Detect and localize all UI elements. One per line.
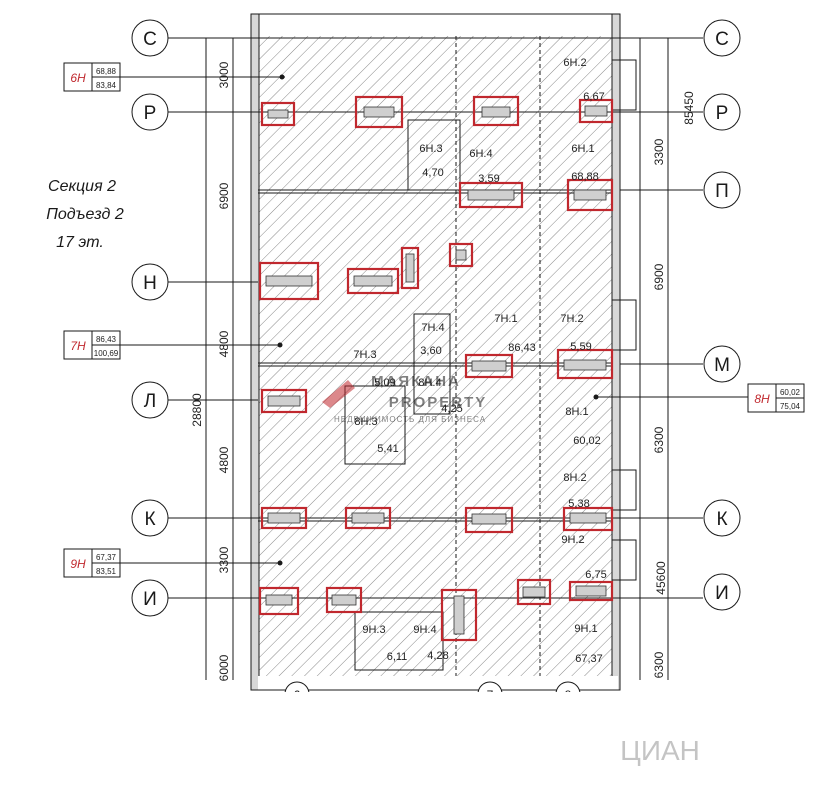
columns xyxy=(258,95,614,642)
partitions xyxy=(258,36,637,676)
room-label: 6,11 xyxy=(387,651,408,663)
dim-right-total: 85450 xyxy=(682,91,696,125)
unit-tag-6n: 6Н 68,88 83,84 xyxy=(63,62,121,92)
bottom-strip: 6 7 8 xyxy=(0,676,820,800)
room-label: 9Н.3 xyxy=(362,624,385,636)
dim-left: 3300 xyxy=(217,546,231,573)
dim-right: 6900 xyxy=(652,263,666,290)
unit-area-a: 60,02 xyxy=(780,388,801,397)
room-label: 3,60 xyxy=(420,345,441,357)
axis-bubbles-right: С Р П М К И xyxy=(703,19,741,611)
axis-label-right: М xyxy=(714,355,730,376)
room-label: 6Н.2 xyxy=(563,57,586,69)
dim-right: 3300 xyxy=(652,138,666,165)
room-label: 5,09 xyxy=(374,377,395,389)
watermark-brand-2: PROPERTY xyxy=(389,394,488,411)
dim-left: 3000 xyxy=(217,61,231,88)
axis-label-right: С xyxy=(715,29,729,50)
section-line: Секция 2 xyxy=(48,178,116,195)
axis-label-right: К xyxy=(716,509,727,530)
watermark: МАЯКАНА PROPERTY НЕДВИЖИМОСТЬ ДЛЯ БИЗНЕС… xyxy=(322,373,488,424)
section-label: Секция 2 Подъезд 2 17 эт. xyxy=(46,178,124,251)
room-label: 8Н.1 xyxy=(565,406,588,418)
unit-id: 7Н xyxy=(70,339,86,353)
room-label: 3,59 xyxy=(478,173,499,185)
cian-text: ЦИАН xyxy=(620,735,700,766)
right-dimensions: 3300 6900 6300 6300 85450 45600 xyxy=(652,91,696,678)
unit-id: 9Н xyxy=(70,557,86,571)
axis-label-left: С xyxy=(143,29,157,50)
dim-left-total: 28800 xyxy=(190,393,204,427)
axis-label-right: П xyxy=(715,181,729,202)
room-label: 86,43 xyxy=(508,342,536,354)
unit-area-b: 100,69 xyxy=(94,349,119,358)
unit-area-a: 68,88 xyxy=(96,67,117,76)
axis-label-left: Н xyxy=(143,273,157,294)
room-label: 9Н.2 xyxy=(561,534,584,546)
dim-right: 6300 xyxy=(652,426,666,453)
room-label: 9Н.1 xyxy=(574,623,597,635)
unit-id: 8Н xyxy=(754,392,770,406)
unit-leaders xyxy=(120,74,748,566)
unit-id: 6Н xyxy=(70,71,86,85)
left-dimensions: 3000 6900 4800 4800 3300 6000 28800 xyxy=(190,61,231,681)
axis-label-right: Р xyxy=(716,103,729,124)
room-label: 8Н.3 xyxy=(354,416,377,428)
axis-label-left: И xyxy=(143,589,157,610)
room-labels: 6Н.2 6,67 6Н.3 6Н.4 4,70 3,59 6Н.1 68,88… xyxy=(353,57,606,665)
axis-label-left: К xyxy=(144,509,155,530)
room-label: 67,37 xyxy=(575,653,603,665)
room-label: 7Н.1 xyxy=(494,313,517,325)
room-label: 8Н.4 xyxy=(418,377,441,389)
room-label: 68,88 xyxy=(571,171,599,183)
axis-bubbles-left: С Р Н Л К И xyxy=(131,19,169,617)
room-label: 7Н.2 xyxy=(560,313,583,325)
axis-label-left: Л xyxy=(144,391,156,412)
unit-tag-9n: 9Н 67,37 83,51 xyxy=(63,548,121,578)
room-label: 6Н.1 xyxy=(571,143,594,155)
axis-label-right: И xyxy=(715,583,729,604)
axis-lines xyxy=(167,37,703,599)
room-label: 5,38 xyxy=(568,498,589,510)
room-label: 5,59 xyxy=(570,341,591,353)
room-label: 7Н.3 xyxy=(353,349,376,361)
room-label: 5,41 xyxy=(377,443,398,455)
dim-right: 6300 xyxy=(652,651,666,678)
room-label: 8Н.2 xyxy=(563,472,586,484)
room-label: 60,02 xyxy=(573,435,601,447)
section-line: Подъезд 2 xyxy=(46,206,124,223)
dim-left: 4800 xyxy=(217,446,231,473)
unit-area-b: 83,51 xyxy=(96,567,117,576)
dimension-lines xyxy=(205,38,669,680)
unit-area-b: 75,04 xyxy=(780,402,801,411)
room-label: 4,28 xyxy=(427,650,448,662)
dim-right-total: 45600 xyxy=(654,561,668,595)
room-label: 6Н.3 xyxy=(419,143,442,155)
dim-left: 6900 xyxy=(217,182,231,209)
unit-area-a: 67,37 xyxy=(96,553,117,562)
outer-wall-right xyxy=(611,13,621,691)
unit-area-a: 86,43 xyxy=(96,335,117,344)
unit-tag-8n: 8Н 60,02 75,04 xyxy=(747,383,805,413)
room-label: 4,25 xyxy=(441,403,462,415)
dim-left: 4800 xyxy=(217,330,231,357)
dim-left: 6000 xyxy=(217,654,231,681)
watermark-brand: МАЯКАНА xyxy=(371,373,461,390)
axis-label-left: Р xyxy=(144,103,157,124)
room-label: 6,75 xyxy=(585,569,606,581)
room-label: 6Н.4 xyxy=(469,148,492,160)
room-label: 7Н.4 xyxy=(421,322,444,334)
watermark-tagline: НЕДВИЖИМОСТЬ ДЛЯ БИЗНЕСА xyxy=(334,415,486,424)
outer-wall-left xyxy=(250,13,260,691)
unit-tag-7n: 7Н 86,43 100,69 xyxy=(63,330,121,360)
section-line: 17 эт. xyxy=(56,234,104,251)
unit-area-b: 83,84 xyxy=(96,81,117,90)
cian-watermark: ЦИАН xyxy=(620,735,700,766)
room-label: 9Н.4 xyxy=(413,624,436,636)
room-label: 4,70 xyxy=(422,167,443,179)
room-label: 6,67 xyxy=(583,91,604,103)
